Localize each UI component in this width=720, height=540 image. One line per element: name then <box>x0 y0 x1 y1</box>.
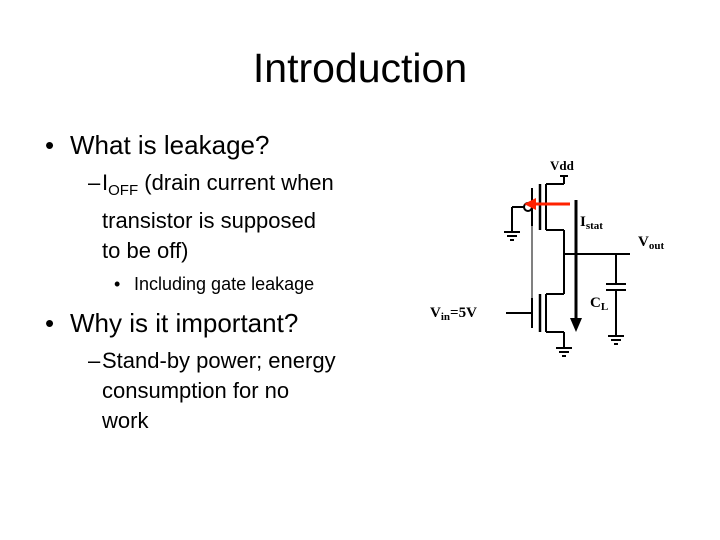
dash-marker: – <box>88 348 101 373</box>
standby-line1: Stand-by power; energy <box>102 348 336 373</box>
bullet-text: What is leakage? <box>70 130 270 160</box>
cl-label: CL <box>590 295 608 313</box>
vin-label: Vin=5V <box>430 305 477 323</box>
bullet-text: Why is it important? <box>70 308 299 338</box>
ioff-line3: to be off) <box>102 238 189 263</box>
sub-sub-bullet-gate: • Including gate leakage <box>114 270 420 298</box>
sub-bullet-standby: –Stand-by power; energy consumption for … <box>88 346 420 436</box>
gate-leakage-text: Including gate leakage <box>134 274 315 294</box>
vdd-label: Vdd <box>550 158 575 173</box>
bullet-why-important: • Why is it important? <box>40 308 420 338</box>
ioff-subscript: OFF <box>108 182 139 199</box>
leakage-current-arrow <box>570 200 582 332</box>
standby-line3: work <box>102 408 149 433</box>
circuit-wires <box>504 175 630 357</box>
vout-label: Vout <box>638 234 664 252</box>
dash-marker: – <box>88 170 101 195</box>
bullet-dot: • <box>114 274 121 294</box>
gate-leakage-arrow <box>524 198 570 210</box>
sub-bullet-ioff: –IOFF (drain current when transistor is … <box>88 168 420 266</box>
slide-title: Introduction <box>252 45 468 91</box>
standby-line2: consumption for no <box>102 378 290 403</box>
inverter-circuit-diagram: Vdd Istat Vout CL Vin=5V <box>430 158 664 357</box>
ioff-line1: (drain current when <box>138 170 334 195</box>
bullet-dot: • <box>45 130 55 160</box>
ioff-symbol: IOFF <box>102 170 138 199</box>
ioff-base: I <box>102 170 109 195</box>
bullet-what-is-leakage: • What is leakage? <box>40 130 420 160</box>
istat-label: Istat <box>580 214 603 232</box>
bullet-list: •What is leakage? –IOFF (drain current w… <box>40 130 420 436</box>
ioff-line2: transistor is supposed <box>102 208 316 233</box>
bullet-dot: • <box>45 308 55 338</box>
